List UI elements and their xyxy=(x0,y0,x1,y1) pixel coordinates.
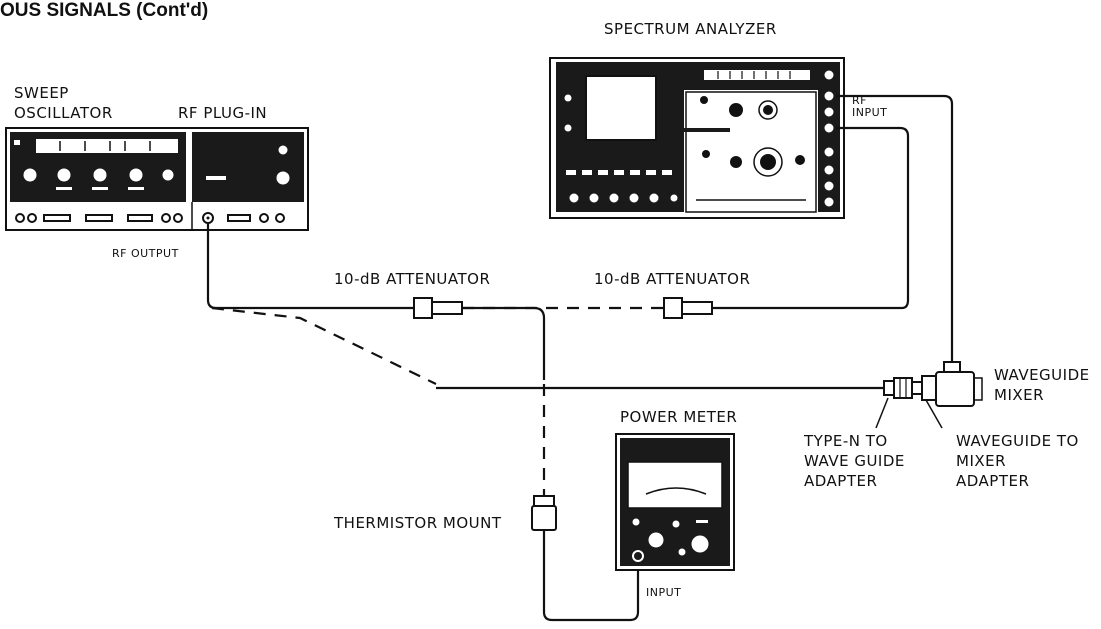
label-waveguide-to-mixer-line1: WAVEGUIDE TO xyxy=(956,432,1079,450)
label-rf-output: RF OUTPUT xyxy=(112,247,179,260)
cable-analyzer-to-mixer xyxy=(836,94,954,364)
label-waveguide-mixer-line2: MIXER xyxy=(994,386,1044,404)
spectrum-analyzer xyxy=(549,57,845,219)
label-oscillator: OSCILLATOR xyxy=(14,104,113,122)
power-meter-input-connector xyxy=(632,550,644,562)
label-rf-plug-in: RF PLUG-IN xyxy=(178,104,267,122)
cable-rf-output-to-attenuator xyxy=(206,223,414,310)
label-waveguide-to-mixer-line3: ADAPTER xyxy=(956,472,1029,490)
label-spectrum-analyzer: SPECTRUM ANALYZER xyxy=(604,20,777,38)
label-type-n-line2: WAVE GUIDE xyxy=(804,452,905,470)
type-n-to-waveguide-adapter xyxy=(883,377,913,399)
label-rf-input-line2: INPUT xyxy=(852,106,887,119)
waveguide-mixer xyxy=(935,361,983,407)
label-power-meter-input: INPUT xyxy=(646,586,681,599)
label-type-n-line3: ADAPTER xyxy=(804,472,877,490)
page-header: OUS SIGNALS (Cont'd) xyxy=(0,0,208,21)
leader-type-n xyxy=(875,397,889,429)
label-sweep: SWEEP xyxy=(14,84,69,102)
cable-attenuator-to-mount xyxy=(462,306,546,380)
label-thermistor-mount: THERMISTOR MOUNT xyxy=(333,514,502,532)
label-waveguide-mixer-line1: WAVEGUIDE xyxy=(994,366,1090,384)
thermistor-mount xyxy=(531,495,557,531)
leader-waveguide-to-mixer xyxy=(925,399,943,429)
label-attenuator-left: 10-dB ATTENUATOR xyxy=(334,270,490,288)
label-waveguide-to-mixer-line2: MIXER xyxy=(956,452,1006,470)
label-attenuator-right: 10-dB ATTENUATOR xyxy=(594,270,750,288)
label-type-n-line1: TYPE-N TO xyxy=(803,432,888,450)
cable-dashed-diagonal xyxy=(211,306,437,385)
cable-thermistor-to-power-meter xyxy=(542,530,640,622)
sweep-oscillator xyxy=(5,127,309,231)
power-meter xyxy=(615,433,735,571)
label-rf-input-line1: RF xyxy=(852,94,867,107)
attenuator-left xyxy=(413,297,463,319)
label-power-meter: POWER METER xyxy=(620,408,737,426)
cable-attenuator-to-rf-input xyxy=(712,126,910,310)
waveguide-to-mixer-adapter xyxy=(911,375,937,401)
rf-input-connector xyxy=(824,123,834,133)
attenuator-right xyxy=(663,297,713,319)
